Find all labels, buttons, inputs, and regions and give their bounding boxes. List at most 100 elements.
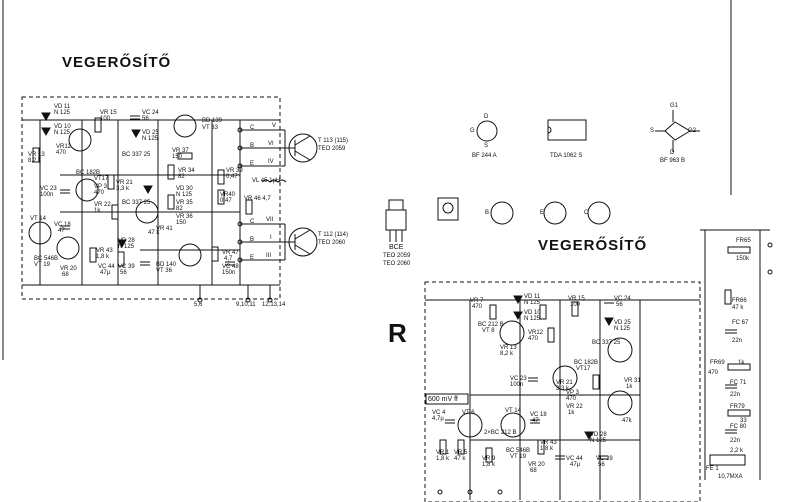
package-teo2060-label: TEO 2060 xyxy=(383,261,411,267)
component-label-vd11r: VD 11 xyxy=(524,294,541,300)
component-label-fr69: FR69 xyxy=(710,360,725,366)
title-vegerosito-second: VEGERŐSÍTŐ xyxy=(538,237,648,254)
component-label-fe1: FE 1 xyxy=(706,466,719,472)
component-label-r82k: 8,2 k xyxy=(28,158,42,164)
component-label-c47: 47 xyxy=(58,228,65,234)
component-label-c56r2: 56 xyxy=(598,462,605,468)
component-label-fr79: FR79 xyxy=(730,404,745,410)
component-label-r470r2: 470 xyxy=(528,336,539,342)
component-label-c47ur: 4,7µ xyxy=(432,416,444,422)
pin-b-label: B xyxy=(485,210,490,216)
terminal-number: 5,6 xyxy=(194,302,203,308)
component-label-r68: 68 xyxy=(62,272,69,278)
component-label-r33k: 3,3 k xyxy=(116,186,130,192)
component-label-vd25r: VD 25 xyxy=(614,320,631,326)
component-label-r150k: 150k xyxy=(736,256,750,262)
component-label-vr46: VR 46 4,7 xyxy=(244,196,271,202)
component-label-vr20: VR 20 xyxy=(60,266,77,272)
component-label-n125c: N 125 xyxy=(142,136,159,142)
component-label-vt19r: VT 19 xyxy=(510,454,526,460)
pin-s2-label: S xyxy=(650,128,655,134)
component-label-r33: 33 xyxy=(740,418,747,424)
terminal-letter: E xyxy=(250,255,255,261)
left-board-border xyxy=(21,96,281,300)
component-label-bc546br: BC 546B xyxy=(506,448,531,454)
pin-d2-label: D xyxy=(670,150,675,156)
component-label-bc337a: BC 337 25 xyxy=(122,152,151,158)
component-label-vt19: VT 19 xyxy=(34,262,50,268)
voltage-label: 600 mV ff xyxy=(428,396,458,403)
component-label-vt33: VT 33 xyxy=(202,125,218,131)
component-label-n125e: N 125 xyxy=(118,244,135,250)
component-label-vc44: VC 44 xyxy=(98,264,115,270)
component-label-vr21: VR 21 xyxy=(116,180,133,186)
component-label-c47r: 47 xyxy=(532,418,539,424)
package-teo2059-label: TEO 2059 xyxy=(383,253,411,259)
component-label-vr40: VR40 xyxy=(220,192,236,198)
terminal-letter: C xyxy=(250,125,255,131)
component-label-bc337r: BC 337 25 xyxy=(592,340,621,346)
component-label-vd10: VD 10 xyxy=(54,124,71,130)
component-label-c47ur2: 47µ xyxy=(570,462,581,468)
component-label-vr39: VR 39 xyxy=(226,168,243,174)
terminal-letter: C xyxy=(250,219,255,225)
component-label-n125r4: N 125 xyxy=(590,438,607,444)
component-label-vr21r: VR 21 xyxy=(556,380,573,386)
component-label-vr5: VR 5 xyxy=(454,450,468,456)
component-label-bc182br: BC 182B xyxy=(574,360,599,366)
pin-g-label: G xyxy=(470,128,475,134)
component-label-r470b: 470 xyxy=(94,190,105,196)
component-label-r33kr: 3,3 k xyxy=(556,386,570,392)
component-label-vr41: VR 41 xyxy=(156,226,173,232)
component-label-c56b: 56 xyxy=(120,270,127,276)
component-label-r470r3: 470 xyxy=(566,396,577,402)
package-bf963b-label: BF 963 B xyxy=(660,158,686,164)
component-label-bc212b: BC 212 B xyxy=(478,322,504,328)
component-label-vr31: VR 31 xyxy=(624,378,641,384)
component-label-r47: 4,7 xyxy=(224,256,233,262)
terminal-mark: V xyxy=(272,123,277,129)
title-vegerosito-main: VEGERŐSÍTŐ xyxy=(62,54,172,71)
component-label-vt8: VT 8 xyxy=(482,328,495,334)
component-label-vc39: VC 39 xyxy=(118,264,135,270)
component-label-vc4: VC 4 xyxy=(432,410,446,416)
component-label-vl45: VL 45 1µH xyxy=(252,178,281,184)
terminal-mark: VI xyxy=(268,141,274,147)
component-label-r18k: 1,8 k xyxy=(96,254,110,260)
component-label-vd10r: VD 10 xyxy=(524,310,541,316)
component-label-vc23r: VC 23 xyxy=(510,376,527,382)
component-label-r470r: 470 xyxy=(472,304,483,310)
component-label-vr9: VR 9 xyxy=(482,456,496,462)
component-label-r82kr: 8,2 k xyxy=(500,351,514,357)
component-label-vr37: VR 37 xyxy=(172,148,189,154)
component-label-r047a: 0,47 xyxy=(226,174,238,180)
component-label-r047b: 0,47 xyxy=(220,198,232,204)
component-label-r470: 470 xyxy=(56,150,67,156)
pin-e-label: E xyxy=(540,210,545,216)
component-label-fr66: FR66 xyxy=(732,298,747,304)
component-label-c47u: 47µ xyxy=(100,270,111,276)
component-label-r150: 150 xyxy=(172,154,183,160)
pin-s-label: S xyxy=(484,143,489,149)
component-label-vp3: VP 3 xyxy=(94,184,107,190)
component-label-r47k: 47 k xyxy=(148,230,160,236)
component-label-vd28: VD 28 xyxy=(118,238,135,244)
component-label-vr13: VR 13 xyxy=(28,152,45,158)
component-label-vt6: VT 6 xyxy=(462,410,475,416)
component-label-vr7: VR 7 xyxy=(470,298,484,304)
component-label-t113: T 113 (115) xyxy=(318,138,349,144)
terminal-mark: IV xyxy=(268,159,274,165)
component-label-vr43: VR 43 xyxy=(96,248,113,254)
component-label-r1kr2: 1k xyxy=(626,384,633,390)
terminal-letter: E xyxy=(250,161,255,167)
component-label-c22nb: 22n xyxy=(730,392,741,398)
component-label-vr43r: VR 43 xyxy=(540,440,557,446)
terminal-mark: I xyxy=(270,235,272,241)
component-label-r47kr2: 47k xyxy=(622,418,632,424)
component-label-r1kr: 1k xyxy=(568,410,575,416)
component-label-fr73: 2,2 k xyxy=(730,448,744,454)
component-label-vr35: VR 35 xyxy=(176,200,193,206)
component-label-vc48: VC 48 xyxy=(222,264,239,270)
component-label-r82b: 82 xyxy=(176,206,183,212)
